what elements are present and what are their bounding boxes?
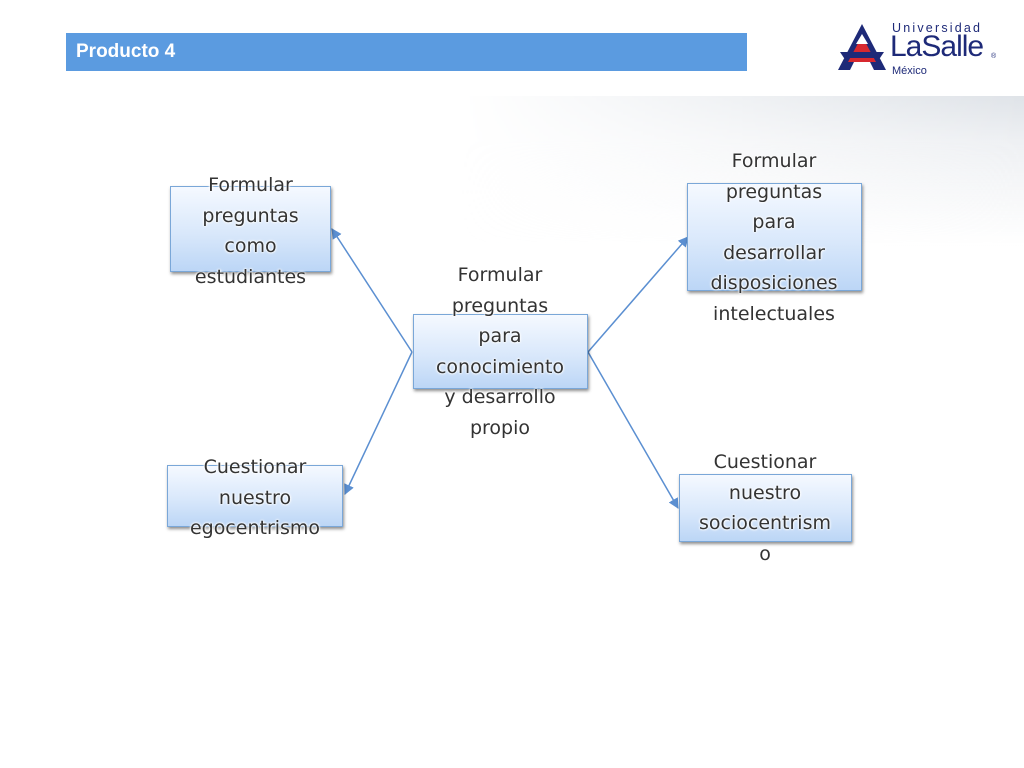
node-label-bottom-left: Cuestionar nuestro egocentrismo <box>189 456 321 539</box>
node-box-bottom-left <box>167 465 343 527</box>
title-bar: Producto 4 <box>66 33 747 71</box>
lasalle-star-icon <box>838 24 886 70</box>
node-label-top-left: Formular preguntas como estudiantes <box>194 174 307 288</box>
arrow-to-bottom-left <box>344 351 413 495</box>
node-box-top-left <box>170 186 331 272</box>
node-label-bottom-right: Cuestionar nuestro sociocentrism o <box>699 451 831 565</box>
slide-title: Producto 4 <box>76 41 176 62</box>
logo-registered-mark: ® <box>991 53 997 60</box>
node-box-center <box>413 314 588 389</box>
logo-top-text: Universidad <box>892 21 983 35</box>
arrow-to-top-left <box>331 228 413 353</box>
node-label-top-right: Formular preguntas para desarrollar disp… <box>710 150 838 325</box>
logo-brand-text: LaSalle <box>890 30 984 63</box>
node-box-top-right <box>687 183 862 291</box>
university-logo: Universidad LaSalle ® México <box>836 18 1006 80</box>
node-box-bottom-right <box>679 474 852 542</box>
arrow-to-bottom-right <box>587 351 679 509</box>
logo-country-text: México <box>892 65 927 77</box>
node-label-center: Formular preguntas para conocimiento y d… <box>435 264 565 439</box>
arrow-to-top-right <box>587 236 689 353</box>
